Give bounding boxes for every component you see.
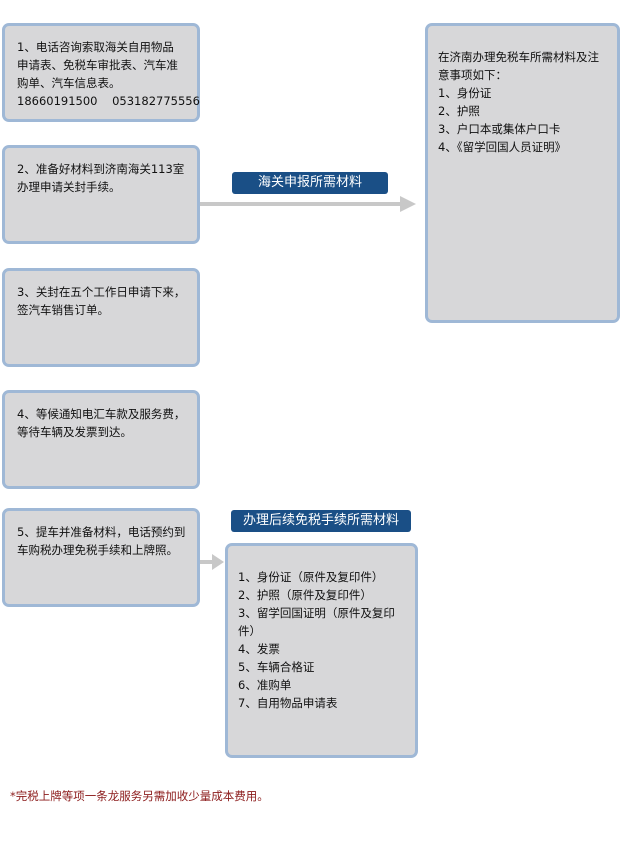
arrow-step5-to-after-materials — [200, 554, 224, 570]
step-1-box: 1、电话咨询索取海关自用物品 申请表、免税车审批表、汽车准 购单、汽车信息表。 … — [2, 23, 200, 122]
after-materials-item: 4、发票 — [238, 642, 280, 656]
after-materials-item: 2、护照（原件及复印件） — [238, 588, 372, 602]
step-3-line-1: 3、关封在五个工作日申请下来， — [17, 285, 186, 299]
customs-materials-item: 1、身份证 — [438, 86, 492, 100]
after-materials-box: 1、身份证（原件及复印件） 2、护照（原件及复印件） 3、留学回国证明（原件及复… — [225, 543, 418, 758]
step-2-line-1: 2、准备好材料到济南海关113室 — [17, 162, 185, 176]
step-5-box: 5、提车并准备材料，电话预约到 车购税办理免税手续和上牌照。 — [2, 508, 200, 607]
step-2-box: 2、准备好材料到济南海关113室 办理申请关封手续。 — [2, 145, 200, 244]
step-1-line-1: 1、电话咨询索取海关自用物品 — [17, 40, 174, 54]
step-3-box: 3、关封在五个工作日申请下来， 签汽车销售订单。 — [2, 268, 200, 367]
footnote: *完税上牌等项一条龙服务另需加收少量成本费用。 — [10, 789, 269, 803]
after-materials-item: 3、留学回国证明（原件及复印件） — [238, 606, 395, 638]
after-materials-item: 6、准购单 — [238, 678, 292, 692]
after-materials-item: 1、身份证（原件及复印件） — [238, 570, 384, 584]
step-2-line-2: 办理申请关封手续。 — [17, 180, 121, 194]
customs-materials-item: 4、《留学回国人员证明》 — [438, 140, 567, 154]
step-1-line-3: 购单、汽车信息表。 — [17, 76, 121, 90]
step-4-line-2: 等待车辆及发票到达。 — [17, 425, 132, 439]
customs-materials-intro: 在济南办理免税车所需材料及注意事项如下： — [438, 50, 599, 82]
step-4-line-1: 4、等候通知电汇车款及服务费， — [17, 407, 186, 421]
step-1-line-2: 申请表、免税车审批表、汽车准 — [17, 58, 178, 72]
step-5-line-2: 车购税办理免税手续和上牌照。 — [17, 543, 178, 557]
customs-materials-box: 在济南办理免税车所需材料及注意事项如下： 1、身份证 2、护照 3、户口本或集体… — [425, 23, 620, 323]
step-3-line-2: 签汽车销售订单。 — [17, 303, 109, 317]
after-materials-label: 办理后续免税手续所需材料 — [231, 510, 411, 532]
step-5-line-1: 5、提车并准备材料，电话预约到 — [17, 525, 186, 539]
customs-materials-item: 3、户口本或集体户口卡 — [438, 122, 561, 136]
customs-materials-label: 海关申报所需材料 — [232, 172, 388, 194]
arrow-step2-to-materials — [200, 196, 416, 212]
step-4-box: 4、等候通知电汇车款及服务费， 等待车辆及发票到达。 — [2, 390, 200, 489]
after-materials-item: 7、自用物品申请表 — [238, 696, 338, 710]
step-1-phone-numbers: 18660191500 053182775556 — [17, 94, 200, 108]
customs-materials-item: 2、护照 — [438, 104, 480, 118]
after-materials-item: 5、车辆合格证 — [238, 660, 315, 674]
